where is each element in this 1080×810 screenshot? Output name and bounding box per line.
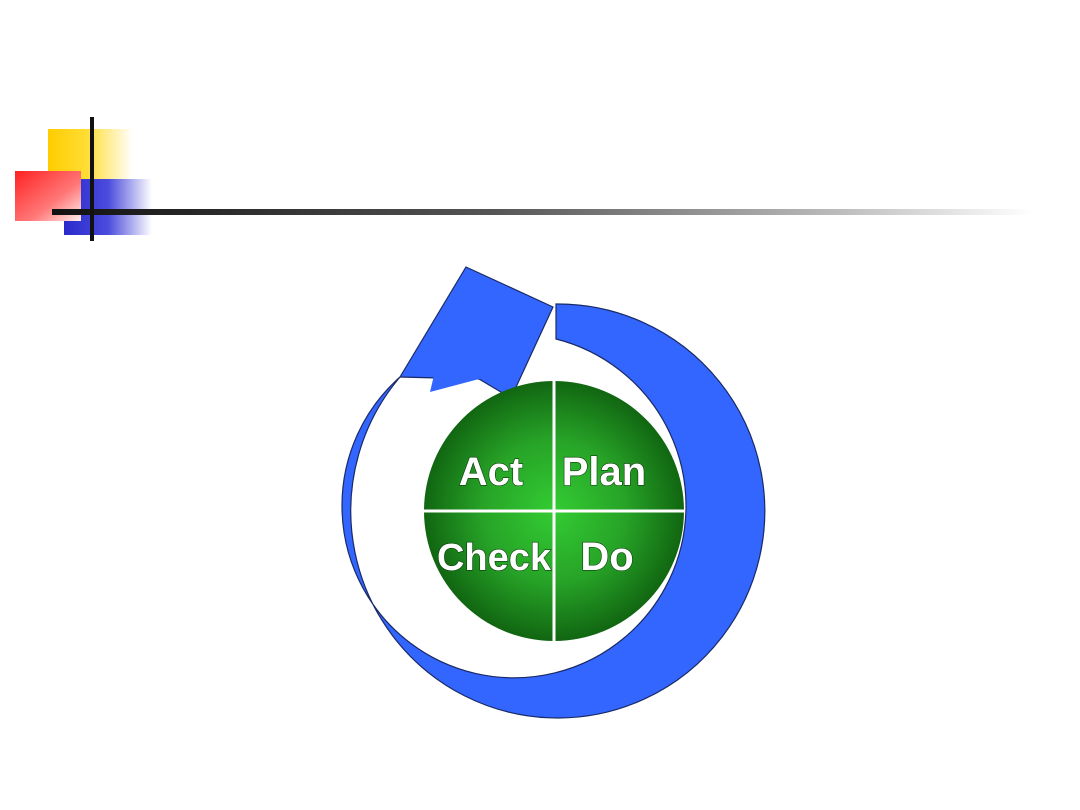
quadrant-label-act: Act bbox=[459, 450, 523, 494]
decor-horizontal-rule bbox=[52, 209, 1032, 215]
header-decoration bbox=[15, 117, 1032, 241]
quadrant-label-plan: Plan bbox=[562, 450, 646, 494]
quadrant-label-check: Check bbox=[437, 537, 552, 579]
arrow-seam-fill bbox=[430, 332, 498, 392]
quadrant-label-do: Do bbox=[580, 535, 633, 579]
cycle-arrow-icon bbox=[341, 303, 766, 719]
decor-vertical-rule bbox=[90, 117, 94, 241]
